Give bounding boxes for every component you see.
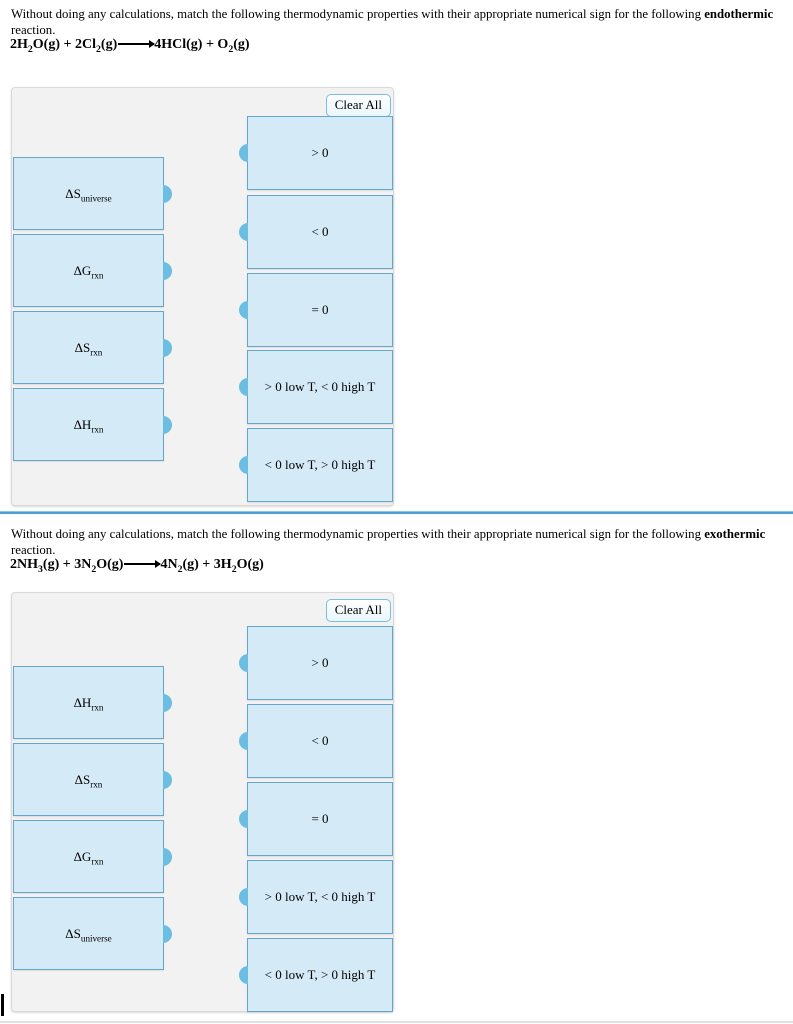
item-label: ΔHrxn xyxy=(73,416,104,435)
prompt-text: reaction. xyxy=(11,22,56,37)
target-label: < 0 xyxy=(311,733,329,748)
connector-handle-icon[interactable] xyxy=(163,415,172,434)
left-item-box[interactable]: ΔSrxn xyxy=(13,743,172,816)
right-target-box[interactable]: < 0 low T, > 0 high T xyxy=(239,938,393,1012)
connector-handle-icon[interactable] xyxy=(163,770,172,789)
item-label: ΔGrxn xyxy=(73,848,104,867)
target-label: < 0 low T, > 0 high T xyxy=(264,457,376,472)
item-label: ΔGrxn xyxy=(73,262,104,281)
connector-handle-icon[interactable] xyxy=(239,456,248,474)
right-target-box[interactable]: = 0 xyxy=(239,273,393,347)
right-target-box[interactable]: > 0 xyxy=(239,116,393,190)
target-label: = 0 xyxy=(311,811,329,826)
left-item-box[interactable]: ΔSuniverse xyxy=(13,157,172,230)
left-item-box[interactable]: ΔGrxn xyxy=(13,820,172,893)
connector-handle-icon[interactable] xyxy=(239,966,248,984)
left-item-box[interactable]: ΔSuniverse xyxy=(13,897,172,970)
reaction-equation: 2NH3(g) + 3N2O(g)4N2(g) + 3H2O(g) xyxy=(10,557,264,575)
left-item-box[interactable]: ΔHrxn xyxy=(13,388,172,461)
connector-handle-icon[interactable] xyxy=(163,261,172,280)
right-target-box[interactable]: = 0 xyxy=(239,782,393,856)
item-label: ΔHrxn xyxy=(73,694,104,713)
item-label: ΔSuniverse xyxy=(65,925,112,944)
matching-panel-exothermic: Clear All ΔHrxn ΔSrxn ΔGrxn ΔSuniverse >… xyxy=(11,592,394,1012)
target-label: > 0 xyxy=(311,655,329,670)
left-item-box[interactable]: ΔSrxn xyxy=(13,311,172,384)
reaction-arrow-icon xyxy=(118,40,156,47)
item-label: ΔSuniverse xyxy=(65,185,112,204)
connector-handle-icon[interactable] xyxy=(239,144,248,162)
connector-handle-icon[interactable] xyxy=(163,693,172,712)
right-target-box[interactable]: > 0 low T, < 0 high T xyxy=(239,350,393,424)
prompt-bold-word: exothermic xyxy=(704,527,766,541)
prompt-text: Without doing any calculations, match th… xyxy=(11,527,705,541)
question-prompt: Without doing any calculations, match th… xyxy=(11,7,786,39)
target-label: > 0 low T, < 0 high T xyxy=(264,889,376,904)
prompt-bold-word: endothermic xyxy=(704,7,774,21)
right-target-box[interactable]: < 0 xyxy=(239,195,393,269)
right-target-box[interactable]: < 0 xyxy=(239,704,393,778)
question-prompt: Without doing any calculations, match th… xyxy=(11,527,786,559)
right-target-box[interactable]: > 0 low T, < 0 high T xyxy=(239,860,393,934)
matching-panel-endothermic: Clear All ΔSuniverse ΔGrxn ΔSrxn ΔHrxn >… xyxy=(11,87,394,506)
connector-handle-icon[interactable] xyxy=(239,223,248,241)
item-label: ΔSrxn xyxy=(74,339,103,358)
connector-handle-icon[interactable] xyxy=(239,654,248,672)
reaction-equation: 2H2O(g) + 2Cl2(g)4HCl(g) + O2(g) xyxy=(10,37,250,55)
bottom-divider xyxy=(0,1021,793,1023)
connector-handle-icon[interactable] xyxy=(163,924,172,943)
left-item-box[interactable]: ΔHrxn xyxy=(13,666,172,739)
right-target-box[interactable]: < 0 low T, > 0 high T xyxy=(239,428,393,502)
connector-handle-icon[interactable] xyxy=(239,888,248,906)
target-label: < 0 low T, > 0 high T xyxy=(264,967,376,982)
target-label: > 0 xyxy=(311,145,329,160)
connector-handle-icon[interactable] xyxy=(239,301,248,319)
section-divider xyxy=(0,511,793,514)
connector-handle-icon[interactable] xyxy=(163,847,172,866)
clear-all-button[interactable]: Clear All xyxy=(325,94,391,117)
right-target-box[interactable]: > 0 xyxy=(239,626,393,700)
target-label: > 0 low T, < 0 high T xyxy=(264,379,376,394)
prompt-text: Without doing any calculations, match th… xyxy=(11,7,705,21)
connector-handle-icon[interactable] xyxy=(163,338,172,357)
reaction-arrow-icon xyxy=(124,560,162,567)
prompt-text: reaction. xyxy=(11,542,56,557)
target-label: = 0 xyxy=(311,302,329,317)
connector-handle-icon[interactable] xyxy=(163,184,172,203)
connector-handle-icon[interactable] xyxy=(239,378,248,396)
left-item-box[interactable]: ΔGrxn xyxy=(13,234,172,307)
connector-handle-icon[interactable] xyxy=(239,732,248,750)
item-label: ΔSrxn xyxy=(74,771,103,790)
clear-all-button[interactable]: Clear All xyxy=(325,599,391,622)
target-label: < 0 xyxy=(311,224,329,239)
connector-handle-icon[interactable] xyxy=(239,810,248,828)
text-cursor xyxy=(1,994,4,1016)
